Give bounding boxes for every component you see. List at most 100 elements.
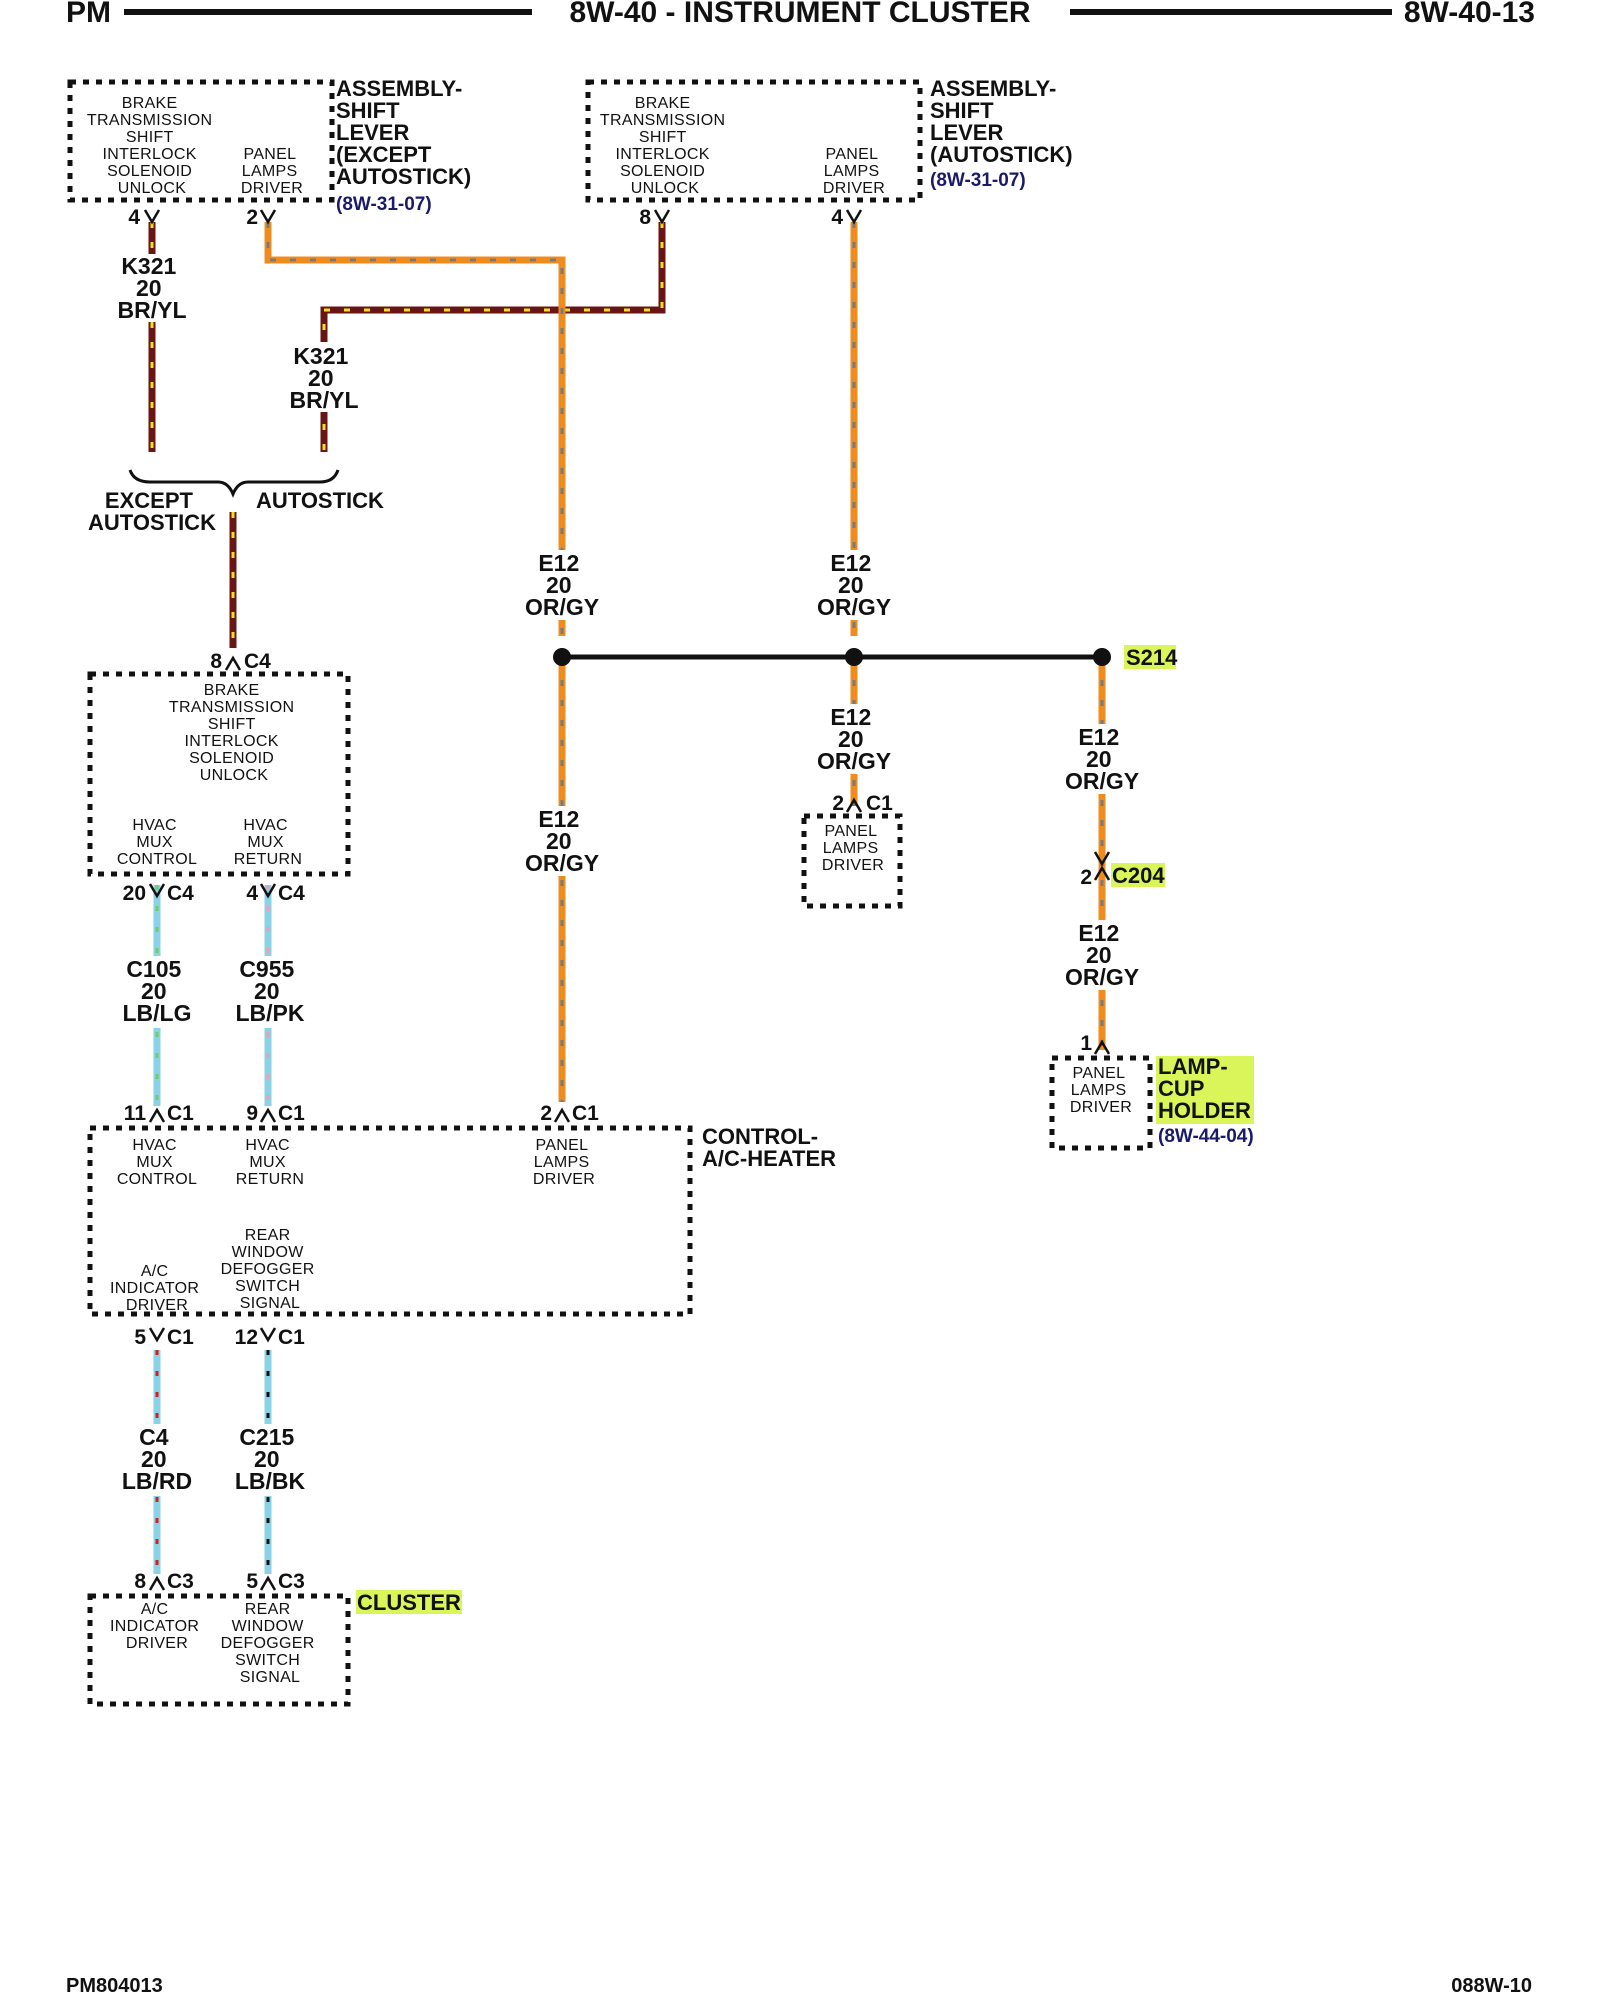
component-lamp-cup: 1 PANEL LAMPS DRIVER LAMP- CUP HOLDER (8… <box>1070 1032 1254 1147</box>
box-shift-except <box>67 79 335 203</box>
shift-autostick-func-a: BRAKE TRANSMISSION SHIFT INTERLOCK SOLEN… <box>600 95 730 197</box>
c4-top-terminal <box>224 655 242 671</box>
svg-text:E12 20 OR/GY: E12 20 OR/GY <box>525 806 599 876</box>
footer-left: PM804013 <box>66 1975 163 1997</box>
control-conn-d: C1 <box>167 1326 194 1349</box>
svg-text:E12 20 OR/GY: E12 20 OR/GY <box>1065 724 1139 794</box>
header-right: 8W-40-13 <box>1404 0 1535 29</box>
component-shift-except: BRAKE TRANSMISSION SHIFT INTERLOCK SOLEN… <box>87 76 471 229</box>
cluster-conn-a: C3 <box>167 1570 194 1593</box>
control-name: CONTROL- A/C-HEATER <box>702 1124 836 1171</box>
header-left: PM <box>66 0 111 29</box>
c4-func-a: HVAC MUX CONTROL <box>117 817 197 868</box>
branch-left-label: EXCEPT AUTOSTICK <box>88 488 216 535</box>
control-pin-c: 2 <box>540 1102 552 1125</box>
cluster-pin-a-terminal <box>148 1575 166 1591</box>
svg-text:E12 20 OR/GY: E12 20 OR/GY <box>817 550 891 620</box>
c4-top-pin: 8 <box>210 650 222 673</box>
cluster-func-a: A/C INDICATOR DRIVER <box>110 1601 204 1652</box>
wire-label-k321-b: K321 20 BR/YL <box>284 342 364 413</box>
shift-autostick-pin-b-terminal <box>845 209 863 225</box>
header-title: 8W-40 - INSTRUMENT CLUSTER <box>569 0 1030 29</box>
shift-autostick-pin-a-terminal <box>653 209 671 225</box>
cluster-conn-b: C3 <box>278 1570 305 1593</box>
control-func-e: REAR WINDOW DEFOGGER SWITCH SIGNAL <box>221 1227 320 1312</box>
control-pin-d-terminal <box>148 1327 166 1343</box>
control-conn-a: C1 <box>167 1102 194 1125</box>
c4-func-top: BRAKE TRANSMISSION SHIFT INTERLOCK SOLEN… <box>169 682 299 784</box>
svg-text:C105 20 LB/LG: C105 20 LB/LG <box>123 956 192 1026</box>
c4-conn-b: C4 <box>278 882 305 905</box>
box-shift-autostick <box>585 79 923 203</box>
lamp-cup-highlight <box>1156 1056 1254 1124</box>
wire-label-e12-a: E12 20 OR/GY <box>520 550 604 620</box>
control-func-b: HVAC MUX RETURN <box>236 1137 304 1188</box>
splice-node-3 <box>1093 648 1111 666</box>
control-func-a: HVAC MUX CONTROL <box>117 1137 197 1188</box>
panel-c1-func: PANEL LAMPS DRIVER <box>822 823 884 874</box>
control-pin-c-terminal <box>553 1107 571 1123</box>
wire-label-c215: C215 20 LB/BK <box>226 1424 312 1496</box>
control-pin-b-terminal <box>259 1107 277 1123</box>
panel-c1-conn: C1 <box>866 792 893 815</box>
svg-text:C4 20 LB/RD: C4 20 LB/RD <box>122 1424 192 1494</box>
wire-e12-except <box>264 222 566 636</box>
branch-right-label: AUTOSTICK <box>256 488 384 513</box>
shift-except-name: ASSEMBLY- SHIFT LEVER (EXCEPT AUTOSTICK) <box>336 76 471 189</box>
svg-text:C215 20 LB/BK: C215 20 LB/BK <box>235 1424 306 1494</box>
control-conn-e: C1 <box>278 1326 305 1349</box>
lamp-cup-name: LAMP- CUP HOLDER <box>1158 1054 1251 1123</box>
splice-node-2 <box>845 648 863 666</box>
c4-top-conn: C4 <box>244 650 271 673</box>
component-cluster: 8 C3 5 C3 CLUSTER A/C INDICATOR DRIVER R… <box>110 1570 462 1686</box>
component-panel-c1: 2 C1 PANEL LAMPS DRIVER <box>822 792 893 874</box>
shift-autostick-name: ASSEMBLY- SHIFT LEVER (AUTOSTICK) <box>930 76 1073 167</box>
footer-right: 088W-10 <box>1451 1975 1532 1997</box>
control-pin-e-terminal <box>259 1327 277 1343</box>
svg-text:E12 20 OR/GY: E12 20 OR/GY <box>817 704 891 774</box>
wire-label-c105: C105 20 LB/LG <box>114 956 200 1028</box>
inline-connector-c204: 2 C204 <box>1080 851 1165 889</box>
shift-except-pin-b: 2 <box>246 206 258 229</box>
control-func-d: A/C INDICATOR DRIVER <box>110 1263 204 1314</box>
shift-autostick-pin-a: 8 <box>639 206 651 229</box>
c204-pin: 2 <box>1080 866 1092 889</box>
shift-autostick-pin-b: 4 <box>831 206 843 229</box>
wire-label-e12-c: E12 20 OR/GY <box>520 806 604 876</box>
control-pin-a: 11 <box>124 1102 147 1125</box>
c4-pin-b: 4 <box>246 882 258 905</box>
cluster-pin-b-terminal <box>259 1575 277 1591</box>
shift-autostick-func-b: PANEL LAMPS DRIVER <box>823 146 885 197</box>
shift-autostick-ref: (8W-31-07) <box>930 170 1026 191</box>
splice-label: S214 <box>1126 645 1178 670</box>
control-conn-c: C1 <box>572 1102 599 1125</box>
shift-except-func-a: BRAKE TRANSMISSION SHIFT INTERLOCK SOLEN… <box>87 95 217 197</box>
cluster-func-b: REAR WINDOW DEFOGGER SWITCH SIGNAL <box>221 1601 320 1686</box>
c204-label: C204 <box>1112 863 1165 888</box>
cluster-pin-b: 5 <box>246 1570 258 1593</box>
svg-text:K321 20 BR/YL: K321 20 BR/YL <box>290 343 359 413</box>
control-func-c: PANEL LAMPS DRIVER <box>533 1137 595 1188</box>
box-panel-c1 <box>801 813 903 909</box>
svg-text:C955 20 LB/PK: C955 20 LB/PK <box>236 956 305 1026</box>
lamp-cup-pin: 1 <box>1080 1032 1092 1055</box>
box-cluster <box>87 1593 351 1707</box>
control-pin-d: 5 <box>134 1326 146 1349</box>
control-conn-b: C1 <box>278 1102 305 1125</box>
wire-label-e12-d: E12 20 OR/GY <box>812 704 896 774</box>
splice-node-1 <box>553 648 571 666</box>
c204-highlight <box>1111 863 1165 887</box>
lamp-cup-func: PANEL LAMPS DRIVER <box>1070 1065 1132 1116</box>
c204-terminal-top <box>1093 851 1111 867</box>
cluster-name: CLUSTER <box>357 1590 461 1615</box>
lamp-cup-ref: (8W-44-04) <box>1158 1126 1254 1147</box>
cluster-pin-a: 8 <box>134 1570 146 1593</box>
wire-label-e12-f: E12 20 OR/GY <box>1060 920 1144 990</box>
shift-except-pin-b-terminal <box>259 209 277 225</box>
svg-text:E12 20 OR/GY: E12 20 OR/GY <box>1065 920 1139 990</box>
lamp-cup-terminal <box>1093 1039 1111 1055</box>
box-control-hvac <box>87 1125 693 1317</box>
wire-k321-autostick-stripe <box>322 222 664 452</box>
cluster-highlight <box>356 1590 462 1614</box>
